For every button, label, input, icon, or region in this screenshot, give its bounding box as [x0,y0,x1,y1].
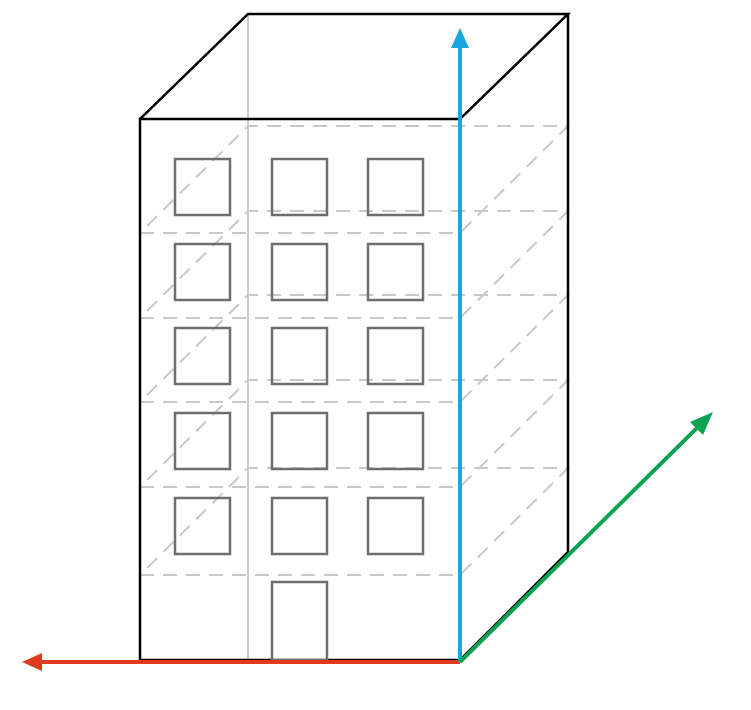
floor-plane [139,379,571,488]
z-axis-arrowhead [451,28,469,48]
y-axis-line [458,423,702,664]
floor-plane [139,210,571,319]
window [366,157,425,217]
window [173,326,232,386]
window [366,411,425,471]
window [270,157,329,217]
floor-plane [139,467,571,576]
door [270,580,329,662]
window [270,496,329,556]
building-front-face [138,117,462,662]
windows [173,157,425,556]
window [173,496,232,556]
window [173,157,232,217]
window [366,326,425,386]
window [270,411,329,471]
axes [22,28,713,671]
floor-plane [139,294,571,403]
window [366,242,425,302]
building-roof [139,12,572,120]
window [173,411,232,471]
window [366,496,425,556]
floor-plane [139,125,571,234]
y-axis-arrowhead [690,412,713,435]
floor-planes [139,125,571,576]
x-axis-arrowhead [22,653,42,671]
window [270,326,329,386]
window [270,242,329,302]
window [173,242,232,302]
